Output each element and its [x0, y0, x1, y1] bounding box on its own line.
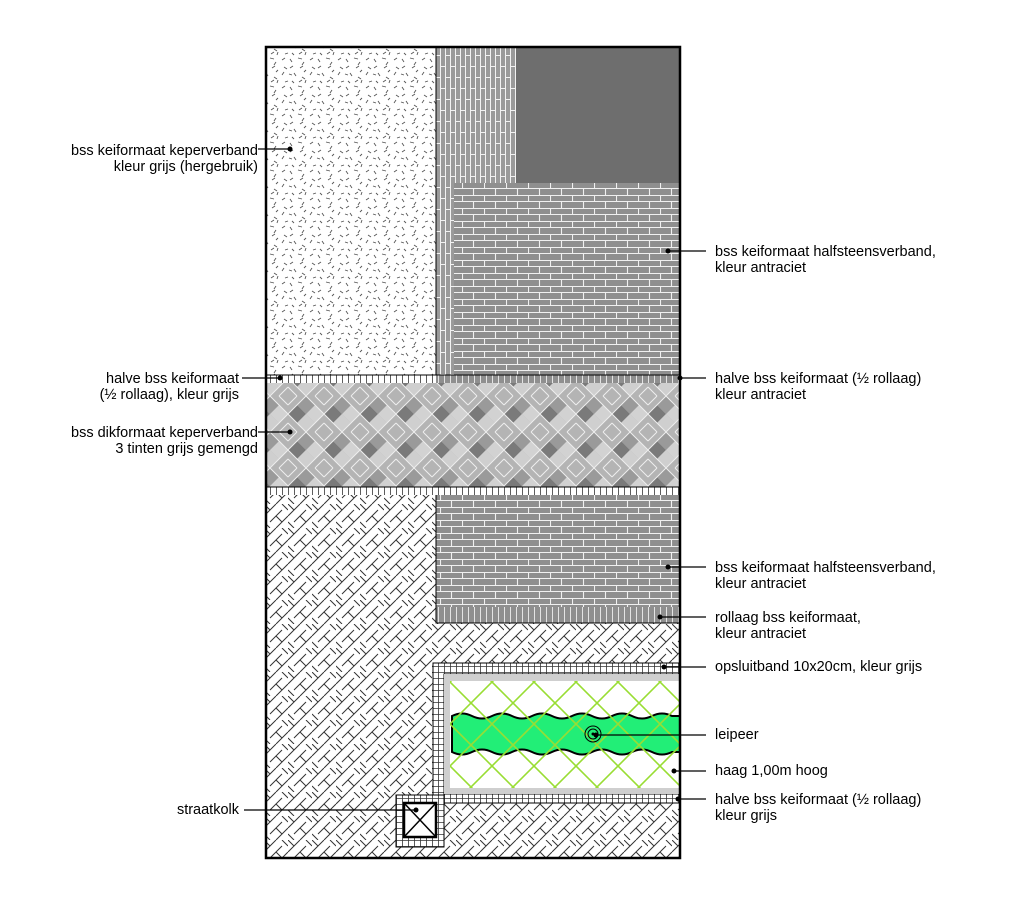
label-haag: haag 1,00m hoog [715, 763, 828, 779]
halve-grijs-row-top [266, 375, 436, 383]
leipeer-symbol-outer [584, 725, 602, 743]
label-opsluitband: opsluitband 10x20cm, kleur grijs [715, 659, 923, 675]
label-rollaag: rollaag bss keiformaat, kleur antraciet [715, 610, 861, 642]
halve-grijs-row-mid [266, 487, 680, 495]
label-halve-grijs-right: halve bss keiformaat (½ rollaag) kleur g… [715, 792, 922, 824]
plan-outline [264, 45, 682, 860]
keperverband-grijs-area [266, 47, 436, 375]
dark-area [516, 47, 680, 183]
straatkolk-cross [403, 802, 437, 838]
label-keperverband-grijs: bss keiformaat keperverband kleur grijs … [71, 143, 258, 175]
inner-outline [266, 47, 680, 624]
label-halfsteens-mid: bss keiformaat halfsteensverband, kleur … [715, 560, 936, 592]
label-halve-grijs-left: halve bss keiformaat (½ rollaag), kleur … [99, 371, 239, 403]
dikformaat-area [266, 383, 680, 487]
leader-lines [242, 146, 706, 813]
label-straatkolk: straatkolk [176, 802, 239, 818]
halfsteens-mid-area [436, 495, 680, 607]
halve-antraciet-row [436, 375, 680, 383]
vertical-brick-strip [436, 47, 454, 375]
label-halfsteens-top: bss keiformaat halfsteensverband, kleur … [715, 244, 936, 276]
leipeer-symbol-center [591, 732, 595, 736]
label-halve-antraciet: halve bss keiformaat (½ rollaag) kleur a… [715, 371, 922, 403]
rollaag-antraciet-row [436, 607, 680, 623]
top-vertical-brick-block [454, 47, 516, 183]
halfsteens-top-area [454, 183, 680, 375]
label-leipeer: leipeer [715, 727, 759, 743]
label-dikformaat: bss dikformaat keperverband 3 tinten gri… [71, 425, 258, 457]
